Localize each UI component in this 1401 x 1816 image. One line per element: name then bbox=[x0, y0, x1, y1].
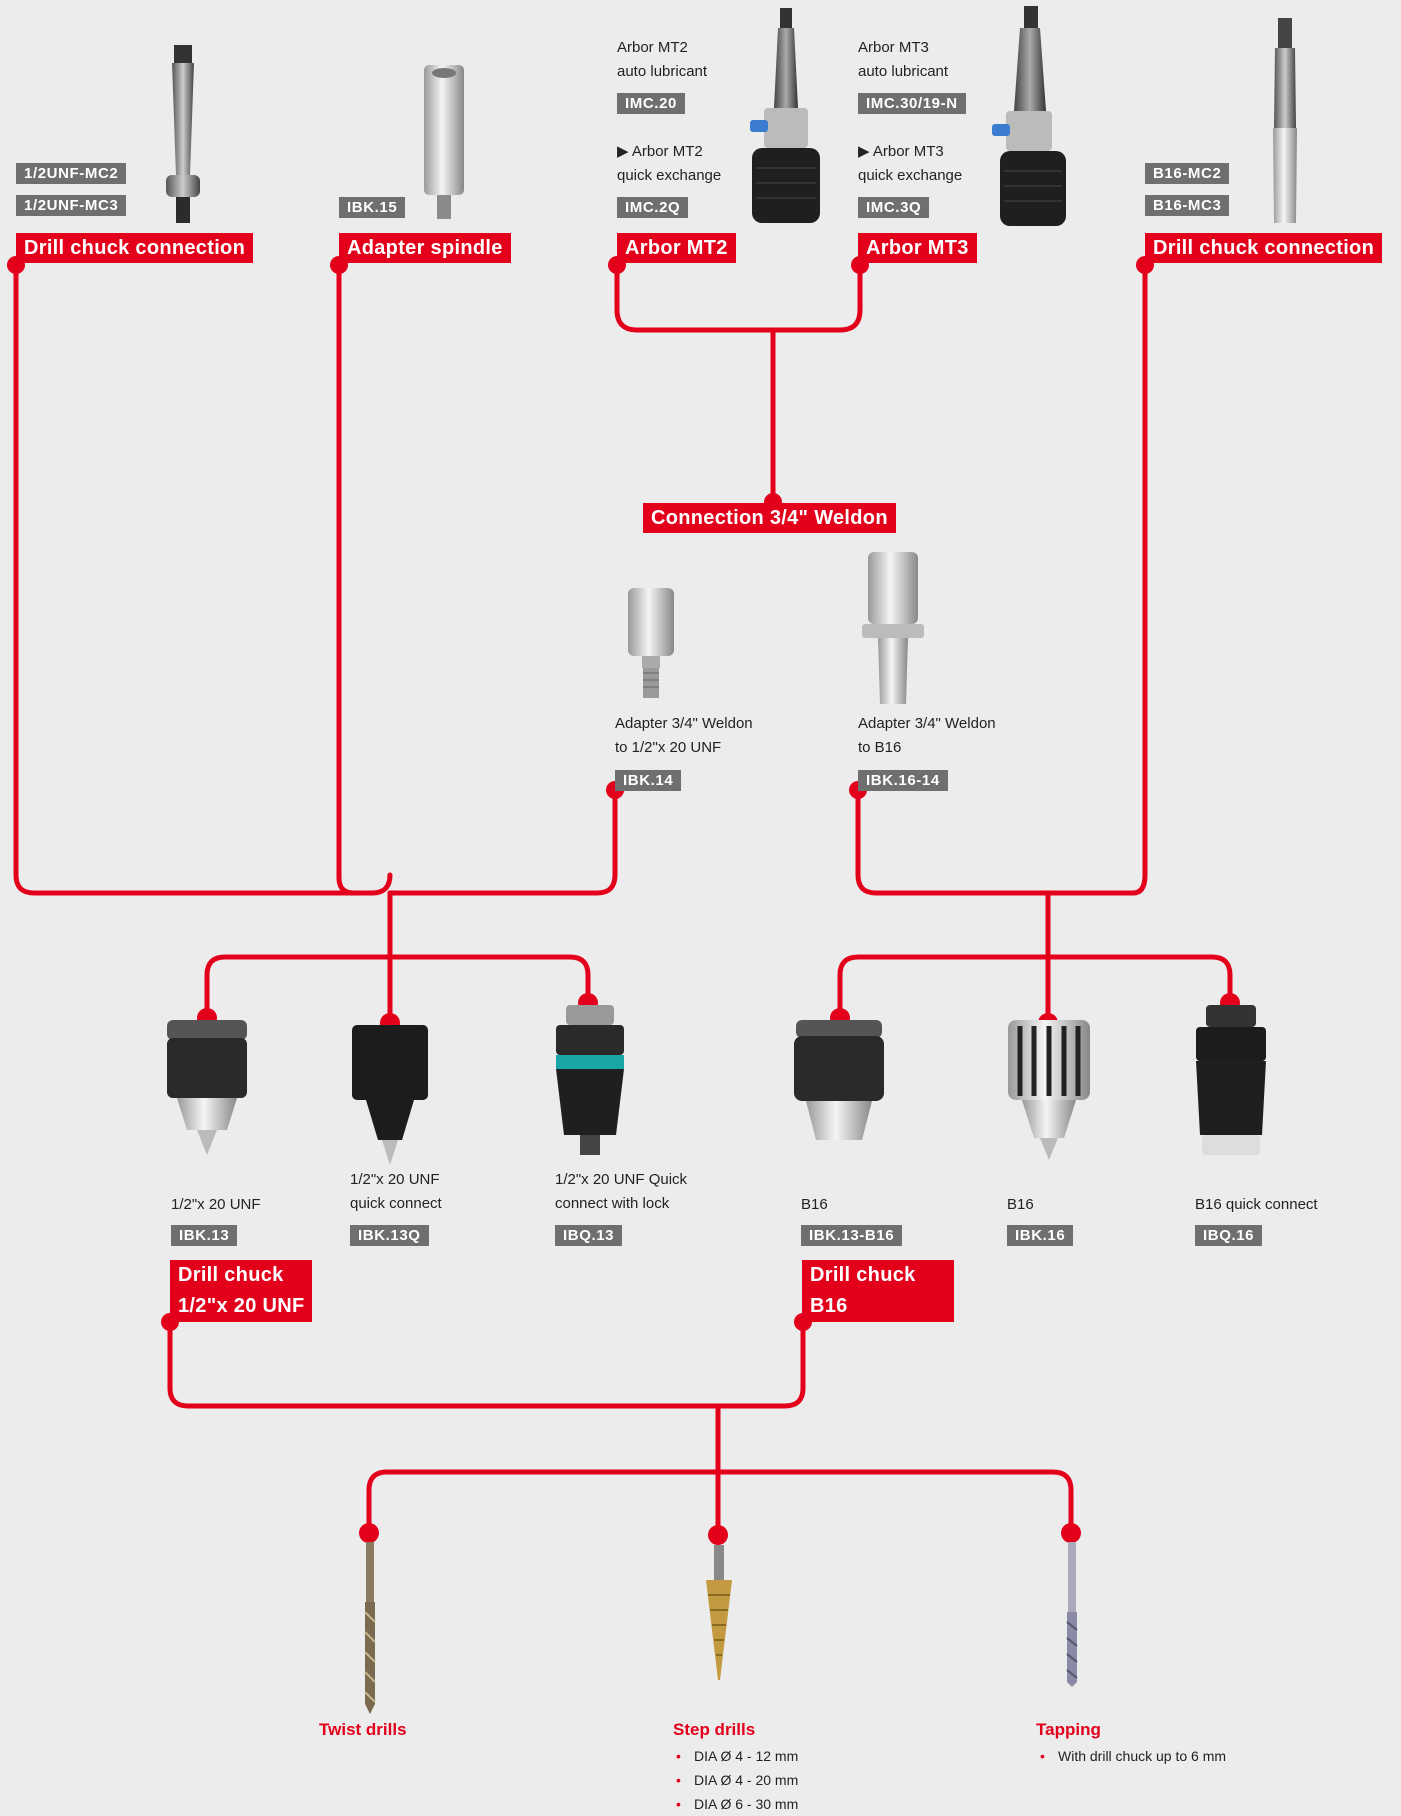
chuck-2-illustration bbox=[352, 1025, 428, 1165]
list-item: DIA Ø 4 - 20 mm bbox=[672, 1768, 798, 1792]
label-arbor-mt3: Arbor MT3 bbox=[858, 233, 977, 263]
adapter-unf-illustration bbox=[628, 588, 674, 698]
title-step-drills: Step drills bbox=[673, 1720, 756, 1739]
node-twist bbox=[359, 1523, 379, 1543]
code-ibk-14: IBK.14 bbox=[615, 770, 682, 791]
chuck-3-illustration bbox=[556, 1005, 624, 1155]
label-connection-weldon: Connection 3/4" Weldon bbox=[643, 503, 896, 533]
step-drill-illustration bbox=[706, 1545, 732, 1680]
code-imc-30-19-n: IMC.30/19-N bbox=[858, 93, 966, 114]
code-ibk-16-14: IBK.16-14 bbox=[858, 770, 948, 791]
chuck-4-illustration bbox=[794, 1020, 884, 1140]
line-arbors bbox=[614, 262, 863, 333]
line-adapter-spindle bbox=[336, 262, 357, 896]
line-b16-connections bbox=[855, 262, 1148, 896]
code-ibq-13: IBQ.13 bbox=[555, 1225, 623, 1246]
line-tools-bar bbox=[366, 1469, 1074, 1536]
line-adapter-unf bbox=[387, 787, 618, 896]
label-arbor-mt2: Arbor MT2 bbox=[617, 233, 736, 263]
arbor-mt2-illustration bbox=[750, 8, 820, 223]
title-tapping: Tapping bbox=[1036, 1720, 1101, 1739]
code-1-2unf-mc2: 1/2UNF-MC2 bbox=[16, 163, 127, 184]
text-chuck-5: B16 bbox=[1007, 1196, 1034, 1213]
code-ibk-15: IBK.15 bbox=[339, 197, 406, 218]
code-ibk-13q: IBK.13Q bbox=[350, 1225, 429, 1246]
b16-shank-illustration bbox=[1273, 18, 1297, 223]
arbor-mt3-illustration bbox=[992, 6, 1066, 226]
text-chuck-6: B16 quick connect bbox=[1195, 1196, 1318, 1213]
list-item: DIA Ø 4 - 12 mm bbox=[672, 1744, 798, 1768]
node-tapping bbox=[1061, 1523, 1081, 1543]
chuck-5-illustration bbox=[1008, 1020, 1090, 1160]
label-drill-chuck-connection-left: Drill chuck connection bbox=[16, 233, 254, 263]
text-chuck-4: B16 bbox=[801, 1196, 828, 1213]
label-drill-chuck-connection-right: Drill chuck connection bbox=[1145, 233, 1383, 263]
text-chuck-1: 1/2"x 20 UNF bbox=[171, 1196, 261, 1213]
list-tapping: With drill chuck up to 6 mm bbox=[1036, 1744, 1226, 1768]
list-item: With drill chuck up to 6 mm bbox=[1036, 1744, 1226, 1768]
list-item: DIA Ø 6 - 30 mm bbox=[672, 1792, 798, 1816]
list-step-drills: DIA Ø 4 - 12 mm DIA Ø 4 - 20 mm DIA Ø 6 … bbox=[672, 1744, 798, 1816]
node-step bbox=[708, 1525, 728, 1545]
line-groups bbox=[167, 1319, 806, 1409]
line-unf-bar bbox=[204, 954, 591, 1021]
chuck-1-illustration bbox=[167, 1020, 247, 1155]
code-ibk-16: IBK.16 bbox=[1007, 1225, 1074, 1246]
code-imc-2q: IMC.2Q bbox=[617, 197, 689, 218]
code-imc-20: IMC.20 bbox=[617, 93, 685, 114]
code-1-2unf-mc3: 1/2UNF-MC3 bbox=[16, 195, 127, 216]
code-b16-mc3: B16-MC3 bbox=[1145, 195, 1230, 216]
code-imc-3q: IMC.3Q bbox=[858, 197, 930, 218]
adapter-spindle-illustration bbox=[424, 65, 464, 219]
label-adapter-spindle: Adapter spindle bbox=[339, 233, 511, 263]
tapping-illustration bbox=[1066, 1542, 1078, 1687]
chuck-6-illustration bbox=[1196, 1005, 1266, 1155]
code-ibq-16: IBQ.16 bbox=[1195, 1225, 1263, 1246]
twist-drill-illustration bbox=[364, 1542, 376, 1714]
title-twist-drills: Twist drills bbox=[319, 1720, 407, 1739]
code-ibk-13-b16: IBK.13-B16 bbox=[801, 1225, 903, 1246]
code-b16-mc2: B16-MC2 bbox=[1145, 163, 1230, 184]
line-left-chuck bbox=[13, 262, 393, 896]
mc-shank-illustration bbox=[166, 45, 200, 223]
code-ibk-13: IBK.13 bbox=[171, 1225, 238, 1246]
line-b16-bar bbox=[837, 954, 1233, 1021]
adapter-b16-illustration bbox=[862, 552, 924, 704]
